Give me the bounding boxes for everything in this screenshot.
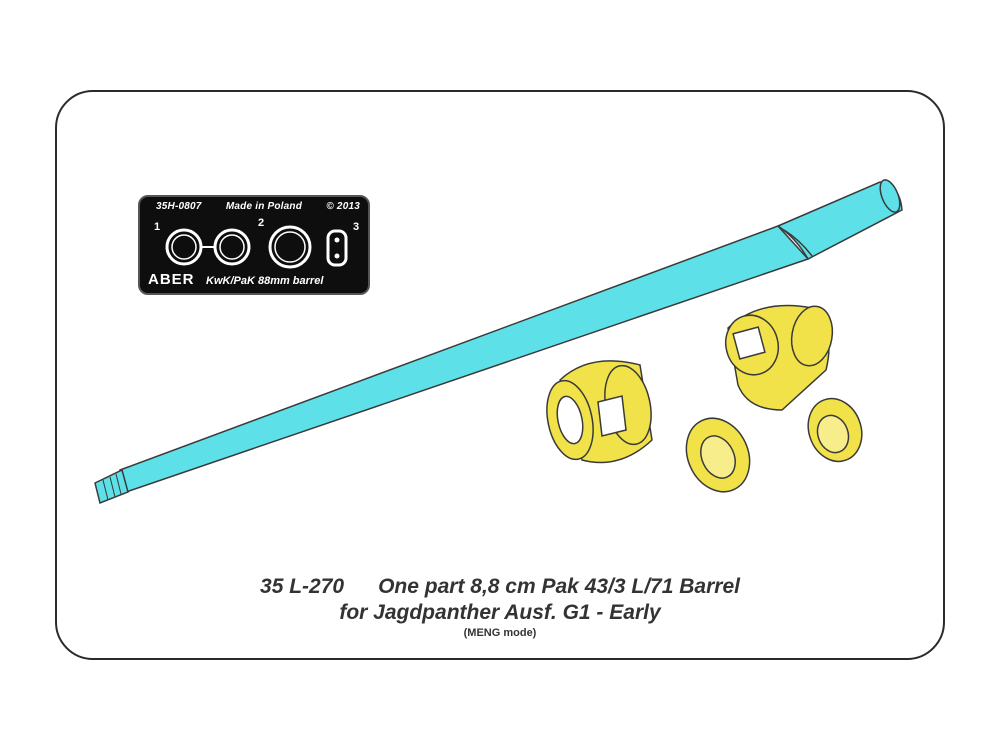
fret-part-number-1: 1 bbox=[154, 221, 161, 233]
product-title-line-1: One part 8,8 cm Pak 43/3 L/71 Barrel bbox=[378, 575, 740, 598]
gun-barrel bbox=[94, 179, 903, 505]
ring-small bbox=[685, 417, 751, 493]
product-code: 35 L-270 bbox=[260, 575, 345, 598]
product-caption: 35 L-270 One part 8,8 cm Pak 43/3 L/71 Ba… bbox=[0, 575, 1000, 639]
fret-part-number-3: 3 bbox=[353, 221, 360, 233]
barrel-rear-end bbox=[879, 179, 901, 213]
product-title-line-2: for Jagdpanther Ausf. G1 - Early bbox=[339, 601, 661, 624]
product-note: (MENG mode) bbox=[463, 627, 537, 639]
fret-origin: Made in Poland bbox=[225, 201, 303, 212]
fret-code: 35H-0807 bbox=[156, 201, 202, 212]
fret-header: 35H-0807 Made in Poland © 2013 bbox=[156, 201, 360, 212]
fret-part-number-2: 2 bbox=[258, 217, 265, 229]
muzzle-brake bbox=[546, 360, 653, 464]
resin-parts bbox=[546, 304, 863, 493]
caption-line-1: 35 L-270 One part 8,8 cm Pak 43/3 L/71 Ba… bbox=[0, 575, 1000, 599]
fret-description: KwK/PaK 88mm barrel bbox=[206, 275, 324, 287]
barrel-sleeve-seam bbox=[783, 229, 813, 257]
fret-copyright: © 2013 bbox=[326, 201, 360, 212]
fret-brand-logo: ABER bbox=[148, 271, 195, 288]
fret-parts bbox=[165, 225, 348, 269]
ring-nut bbox=[807, 397, 863, 463]
barrel-muzzle-thread bbox=[94, 468, 129, 505]
counterweight-bell bbox=[724, 304, 834, 411]
photo-etched-fret: 35H-0807 Made in Poland © 2013 1 2 3 ABE… bbox=[138, 195, 370, 295]
